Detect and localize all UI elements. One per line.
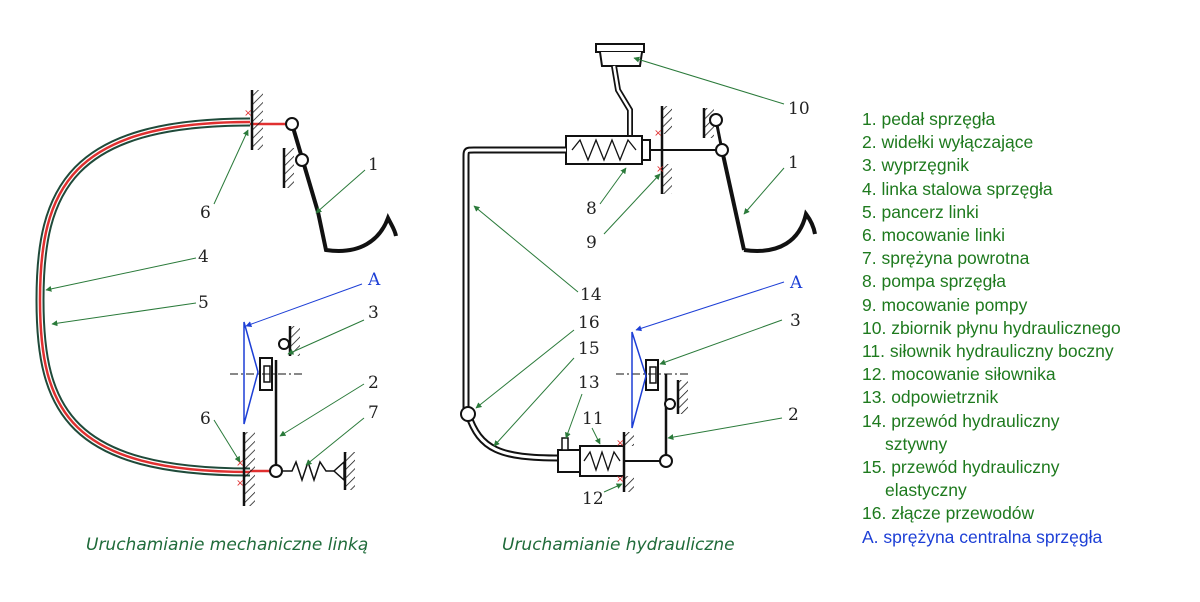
legend-item: 6. mocowanie linki: [862, 225, 1005, 246]
clutch-pedal-right: [702, 108, 817, 253]
legend-item: 14. przewód hydrauliczny: [862, 410, 1060, 431]
callout-12: 12: [582, 489, 604, 509]
callout-11: 11: [582, 409, 604, 429]
hose-connector: [460, 406, 476, 422]
release-fork-left: [230, 321, 304, 478]
callout-16: 16: [578, 313, 600, 333]
legend-item-continuation: sztywny: [885, 433, 948, 454]
callout-2r: 2: [788, 405, 799, 425]
release-fork-right: [616, 331, 690, 468]
slave-cylinder: × ×: [557, 432, 664, 492]
callout-13: 13: [578, 373, 600, 393]
legend-item: 8. pompa sprzęgła: [862, 271, 1006, 292]
legend-item: 10. zbiornik płynu hydraulicznego: [862, 317, 1121, 338]
callout-1r: 1: [788, 153, 799, 173]
svg-text:×: ×: [654, 128, 662, 139]
callout-8: 8: [586, 199, 597, 219]
legend-item: 3. wyprzęgnik: [862, 155, 969, 176]
caption-mechanical: Uruchamianie mechaniczne linką: [86, 535, 368, 555]
svg-text:×: ×: [236, 458, 244, 469]
legend-item: 2. widełki wyłączające: [862, 132, 1034, 153]
callout-10: 10: [788, 99, 810, 119]
callout-5: 5: [198, 293, 209, 313]
legend-item: 12. mocowanie siłownika: [862, 364, 1056, 385]
callout-7: 7: [368, 403, 379, 423]
callout-6: 6: [200, 203, 211, 223]
cable-mount-bottom: × ×: [236, 432, 255, 506]
callout-6b: 6: [200, 409, 211, 429]
callout-A: A: [367, 270, 381, 290]
hydraulic-diagram: × × ×: [460, 43, 817, 555]
legend-item: 4. linka stalowa sprzęgła: [862, 178, 1053, 199]
mechanical-diagram: × × ×: [35, 90, 398, 555]
return-spring-left: [282, 452, 355, 490]
callout-3r: 3: [790, 311, 801, 331]
legend-item: 13. odpowietrznik: [862, 387, 999, 408]
fluid-reservoir: [595, 43, 645, 138]
rigid-hydraulic-line: [462, 146, 566, 412]
legend-item: 9. mocowanie pompy: [862, 294, 1028, 315]
svg-text:×: ×: [244, 108, 252, 119]
callout-2: 2: [368, 373, 379, 393]
legend-item: 5. pancerz linki: [862, 201, 979, 222]
callout-1: 1: [368, 155, 379, 175]
master-cylinder: × ×: [565, 106, 722, 194]
callout-15: 15: [578, 339, 600, 359]
legend-item: A. sprężyna centralna sprzęgła: [862, 526, 1103, 547]
caption-hydraulic: Uruchamianie hydrauliczne: [502, 535, 735, 555]
legend-item: 16. złącze przewodów: [862, 503, 1035, 524]
clutch-pedal-left: [282, 117, 398, 253]
legend-item: 7. sprężyna powrotna: [862, 248, 1030, 269]
callout-14: 14: [580, 285, 602, 305]
svg-text:×: ×: [616, 438, 624, 449]
legend-item-continuation: elastyczny: [885, 480, 967, 501]
flexible-hydraulic-line: [464, 412, 561, 462]
legend-item: 1. pedał sprzęgła: [862, 109, 996, 129]
callout-9: 9: [586, 233, 597, 253]
callout-Ar: A: [789, 273, 803, 293]
legend-item: 15. przewód hydrauliczny: [862, 457, 1060, 478]
svg-text:×: ×: [656, 164, 664, 175]
svg-text:×: ×: [616, 474, 624, 485]
legend-item: 11. siłownik hydrauliczny boczny: [862, 341, 1114, 362]
callout-4: 4: [198, 247, 209, 267]
steel-cable: [38, 120, 251, 474]
cable-mount-top: ×: [244, 90, 263, 150]
svg-text:×: ×: [236, 478, 244, 489]
callout-3: 3: [368, 303, 379, 323]
